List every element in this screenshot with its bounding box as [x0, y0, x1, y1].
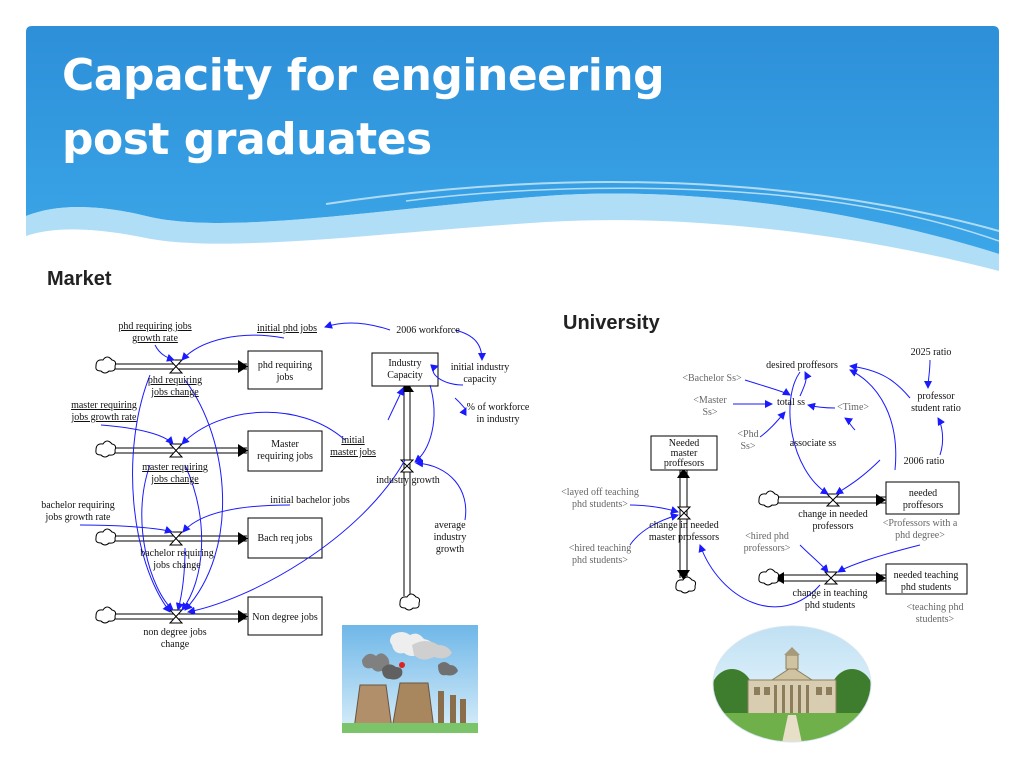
- var-2025-ratio[interactable]: 2025 ratio: [911, 347, 952, 358]
- title-line-1: Capacity for engineering: [62, 50, 665, 101]
- stock-nondegree-label: Non degree jobs: [252, 612, 318, 623]
- var-total-ss[interactable]: total ss: [777, 397, 805, 408]
- slide-title: Capacity for engineering post graduates: [62, 44, 665, 172]
- stock-needed-professors[interactable]: [885, 481, 960, 515]
- shadow-time[interactable]: <Time>: [837, 402, 869, 413]
- factory-clipart: [342, 625, 478, 733]
- valve-icon: [168, 359, 415, 624]
- var-desired-professors[interactable]: desired proffesors: [766, 360, 838, 371]
- flow-industry-label: industry growth: [376, 475, 440, 486]
- market-label: Market: [47, 268, 112, 290]
- var-2006-workforce[interactable]: 2006 workforce: [396, 325, 460, 336]
- cloud-icon: [95, 356, 421, 624]
- title-line-2: post graduates: [62, 114, 432, 165]
- stock-bach-jobs[interactable]: [247, 517, 323, 559]
- stock-needed-teaching[interactable]: [885, 563, 968, 595]
- var-2006-ratio[interactable]: 2006 ratio: [904, 456, 945, 467]
- university-diagram: 2025 ratio desired proffesors <Bachelor …: [561, 347, 968, 625]
- stock-bach-label: Bach req jobs: [258, 533, 313, 544]
- header-banner: [26, 26, 999, 276]
- cloud-icon: [675, 490, 780, 594]
- var-initial-phd-jobs[interactable]: initial phd jobs: [257, 323, 317, 334]
- valve-icon: [676, 493, 841, 585]
- stock-needed-master[interactable]: [650, 435, 718, 471]
- stock-phd-jobs[interactable]: [247, 350, 323, 390]
- university-label: University: [563, 312, 660, 334]
- university-building-clipart: [712, 625, 872, 743]
- stock-nondegree-jobs[interactable]: [247, 596, 323, 636]
- var-initial-bachelor-jobs[interactable]: initial bachelor jobs: [270, 495, 350, 506]
- shadow-bachelor-ss[interactable]: <Bachelor Ss>: [682, 373, 742, 384]
- var-associate-ss[interactable]: associate ss: [790, 438, 836, 449]
- stock-master-jobs[interactable]: [247, 430, 323, 472]
